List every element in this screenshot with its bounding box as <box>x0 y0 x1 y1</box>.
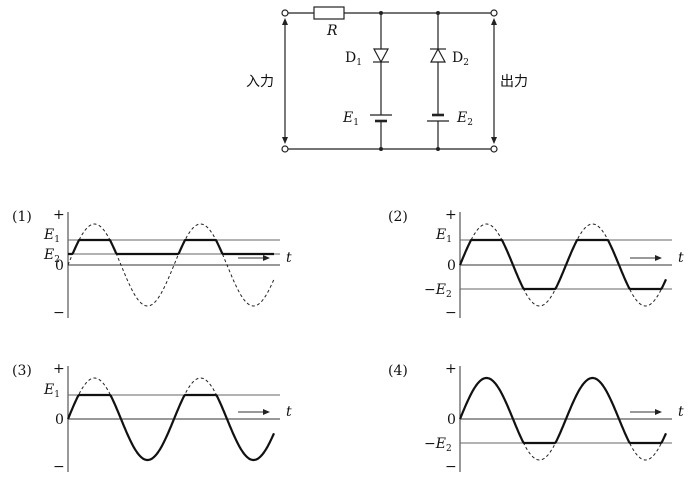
input-wave-dashed <box>67 223 275 307</box>
minus-sign: − <box>445 459 457 475</box>
plus-sign: + <box>53 207 65 223</box>
e2-label: −E2 <box>424 282 452 300</box>
graph-number: (2) <box>388 209 408 225</box>
graph-4: (4) + − 0 t −E2 <box>388 361 684 475</box>
t-label: t <box>286 404 292 420</box>
resistor-label: R <box>326 23 338 39</box>
zero-label: 0 <box>447 412 456 428</box>
battery2-label: E2 <box>456 110 473 128</box>
e1-label: E1 <box>435 227 452 245</box>
input-arrow-head-bottom <box>282 137 288 144</box>
plus-sign: + <box>53 361 65 377</box>
graph-number: (3) <box>12 363 32 379</box>
circuit: R D1 D2 E1 E2 入力 出力 <box>246 6 528 153</box>
zero-label: 0 <box>55 258 64 274</box>
graph-number: (4) <box>388 363 408 379</box>
output-terminal-bottom <box>490 145 498 153</box>
e1-label: E1 <box>43 382 60 400</box>
minus-sign: − <box>53 459 65 475</box>
zero-label: 0 <box>447 258 456 274</box>
e1-label: E1 <box>43 227 60 245</box>
diode-d1 <box>372 48 390 64</box>
plus-sign: + <box>445 361 457 377</box>
t-label: t <box>286 250 292 266</box>
t-arrow-head <box>655 409 662 415</box>
input-arrow-head-top <box>282 18 288 25</box>
output-wave <box>67 238 275 256</box>
graph-3: (3) + − 0 t E1 <box>12 361 292 475</box>
output-wave <box>66 393 276 462</box>
t-label: t <box>678 250 684 266</box>
diode1-label: D1 <box>345 50 362 68</box>
t-label: t <box>678 404 684 420</box>
output-label: 出力 <box>500 74 528 90</box>
output-wave <box>458 376 668 445</box>
diode-d2 <box>429 47 447 63</box>
output-terminal-top <box>490 9 498 17</box>
output-arrow-head-bottom <box>491 137 497 144</box>
zero-label: 0 <box>55 412 64 428</box>
graph-2: (2) + − 0 t E1 −E2 <box>388 207 684 321</box>
minus-sign: − <box>445 305 457 321</box>
t-arrow-head <box>263 255 270 261</box>
diode2-label: D2 <box>452 50 469 68</box>
e2-label: E2 <box>43 247 60 265</box>
output-arrow-head-top <box>491 18 497 25</box>
e2-label: −E2 <box>424 436 452 454</box>
resistor-r <box>313 6 345 20</box>
graph-number: (1) <box>12 209 32 225</box>
input-terminal-top <box>281 9 289 17</box>
input-label: 入力 <box>246 74 274 90</box>
input-terminal-bottom <box>281 145 289 153</box>
plus-sign: + <box>445 207 457 223</box>
t-arrow-head <box>655 255 662 261</box>
minus-sign: − <box>53 305 65 321</box>
t-arrow-head <box>263 409 270 415</box>
battery1-label: E1 <box>342 110 359 128</box>
output-wave <box>458 238 668 291</box>
